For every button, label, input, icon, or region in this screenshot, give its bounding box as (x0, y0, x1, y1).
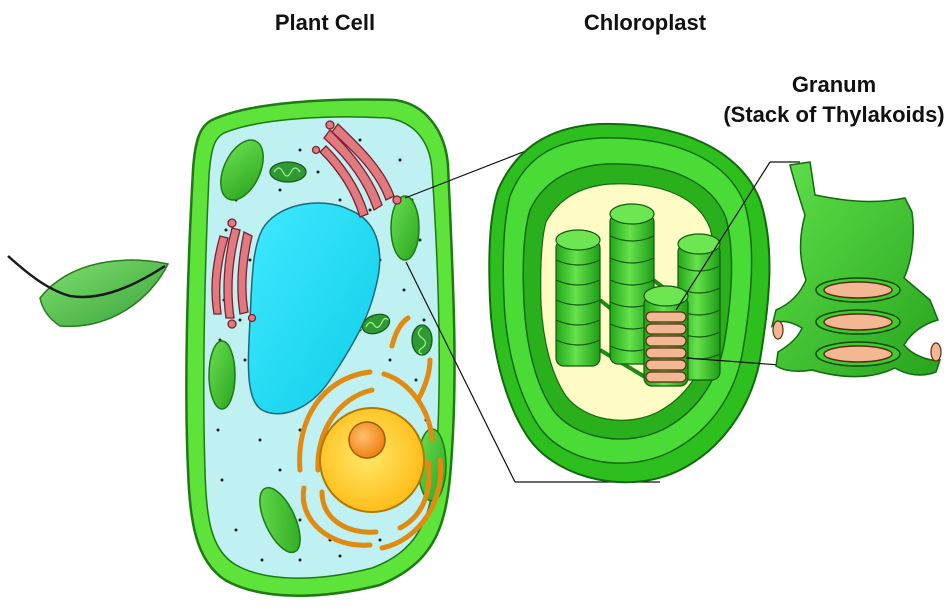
granum-detail (772, 162, 941, 377)
thylakoid-discs (816, 278, 900, 366)
chloroplast-label: Chloroplast (560, 10, 730, 36)
plant-cell-label: Plant Cell (250, 10, 400, 36)
granum-title: Granum (718, 70, 949, 100)
nucleolus (349, 422, 385, 458)
leaf-icon (8, 256, 168, 326)
nucleus (320, 408, 424, 512)
chloroplast-cutaway (489, 124, 769, 482)
plant-cell (186, 100, 454, 596)
granum-subtitle: (Stack of Thylakoids) (718, 100, 949, 130)
granum-label: Granum (Stack of Thylakoids) (718, 70, 949, 129)
